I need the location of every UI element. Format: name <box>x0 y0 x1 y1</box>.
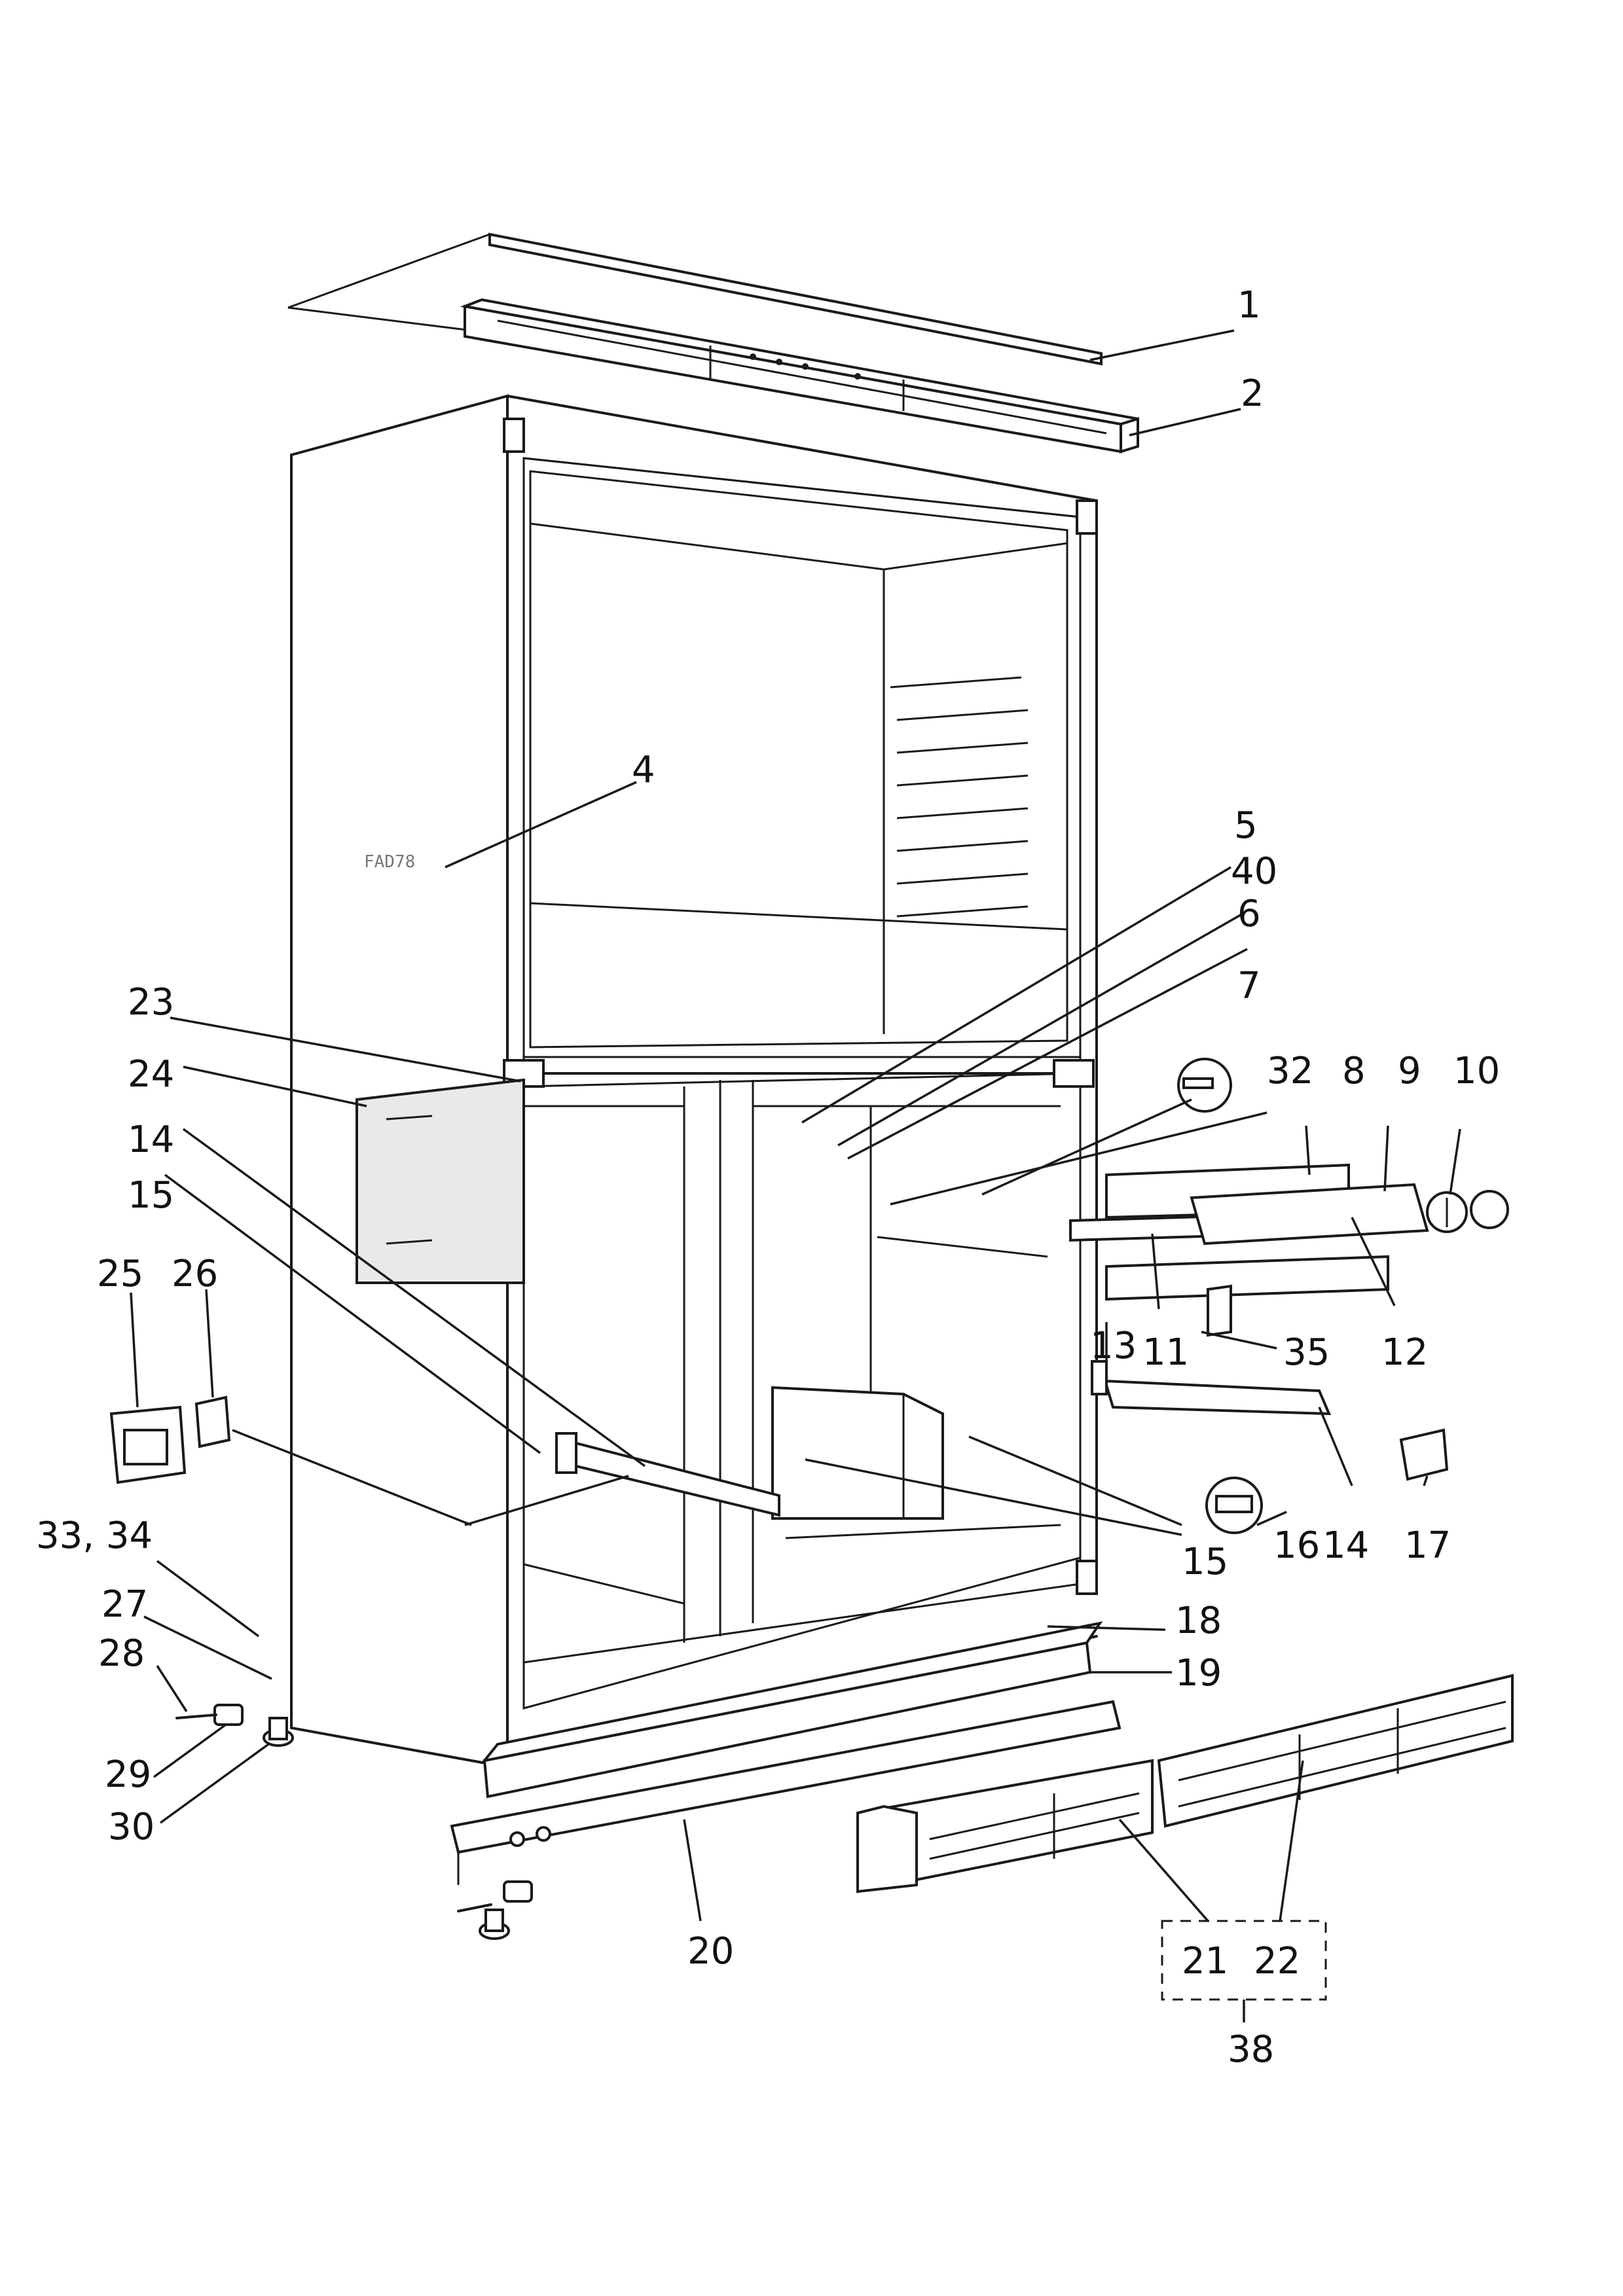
callout-13: 13 <box>1090 1325 1137 1367</box>
callout-14-left: 14 <box>128 1119 174 1161</box>
foot-left <box>175 1704 294 1747</box>
callout-24: 24 <box>128 1053 174 1096</box>
shelf-assembly <box>1069 1163 1509 1481</box>
callout-16: 16 <box>1273 1524 1320 1567</box>
callout-12: 12 <box>1381 1331 1428 1374</box>
callout-21: 21 <box>1182 1940 1228 1982</box>
callout-33-34: 33, 34 <box>36 1515 153 1557</box>
callout-9: 9 <box>1398 1050 1421 1092</box>
callout-20: 20 <box>687 1930 734 1973</box>
callout-17: 17 <box>1404 1524 1451 1567</box>
base-rail <box>450 1700 1122 1885</box>
callout-7: 7 <box>1237 965 1261 1007</box>
callout-18: 18 <box>1175 1600 1222 1642</box>
callout-27: 27 <box>101 1583 148 1626</box>
callout-8: 8 <box>1342 1050 1366 1092</box>
callout-14-right: 14 <box>1322 1524 1369 1567</box>
callout-11: 11 <box>1142 1331 1189 1374</box>
callout-32: 32 <box>1267 1050 1313 1092</box>
shelf-rail <box>555 1432 780 1517</box>
callout-25: 25 <box>97 1253 143 1295</box>
callout-28: 28 <box>98 1632 145 1675</box>
callout-29: 29 <box>105 1753 151 1796</box>
callout-22: 22 <box>1254 1940 1300 1982</box>
callout-5: 5 <box>1234 804 1258 847</box>
callout-labels: 1 2 4 5 40 6 7 32 8 9 10 23 24 14 15 25 … <box>36 284 1500 2071</box>
lamp-cover <box>1177 1058 1232 1113</box>
foot-right <box>457 1880 533 1940</box>
callout-2: 2 <box>1241 372 1264 415</box>
vent-grille-right <box>1157 1674 1514 1828</box>
cabinet-body <box>290 394 1098 1769</box>
callout-1: 1 <box>1237 284 1261 327</box>
switch-box <box>109 1405 187 1484</box>
callout-35: 35 <box>1283 1331 1330 1374</box>
callout-30: 30 <box>108 1806 155 1848</box>
callout-38: 38 <box>1228 2028 1274 2071</box>
fan-cover <box>1205 1477 1263 1534</box>
control-panel-part <box>460 298 1139 454</box>
vent-grille-left <box>856 1759 1154 1893</box>
callout-23: 23 <box>128 981 174 1024</box>
serial-stamp: FAD78 <box>364 852 415 872</box>
callout-26: 26 <box>172 1253 218 1295</box>
callout-15-left: 15 <box>128 1174 174 1217</box>
callout-19: 19 <box>1175 1652 1222 1695</box>
callout-40: 40 <box>1231 850 1277 893</box>
leader-lines <box>130 329 1461 2022</box>
callout-10: 10 <box>1453 1050 1500 1092</box>
connector <box>194 1395 231 1448</box>
callout-4: 4 <box>632 749 655 791</box>
kit-box <box>1161 1920 1327 2001</box>
callout-15-right: 15 <box>1182 1541 1228 1583</box>
label-plate <box>356 1078 525 1284</box>
callout-6: 6 <box>1237 893 1261 935</box>
